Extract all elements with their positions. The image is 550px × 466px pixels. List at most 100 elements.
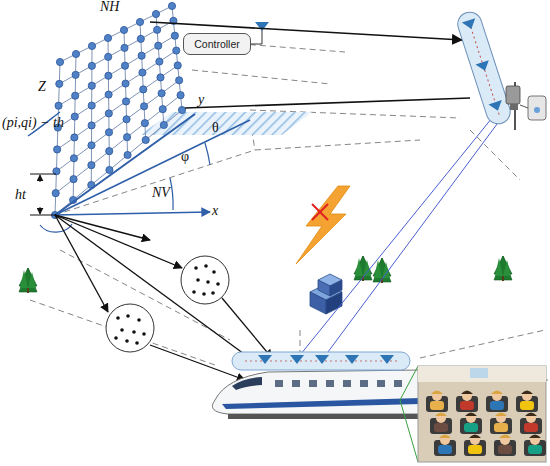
antenna-element [122,80,129,87]
zoom-line [400,366,418,400]
antenna-element [124,151,131,158]
antenna-element [177,92,184,99]
controller-box: Controller [183,33,251,55]
antenna-element [88,42,95,49]
scatterer-cluster [181,256,229,304]
antenna-element [88,162,95,169]
link-line [185,98,470,108]
train [212,352,420,419]
antenna-element [123,116,130,123]
antenna-element [88,62,95,69]
antenna-element [54,146,61,153]
array-grid-line [60,6,172,62]
y-axis [55,114,195,215]
antenna-element [174,62,181,69]
antenna-element [152,10,159,17]
theta-arc [205,143,210,165]
antenna-element [72,71,79,78]
controller-antenna [251,22,269,44]
tree [19,268,37,293]
antenna-element [106,166,113,173]
antenna-element [88,82,95,89]
antenna-element [105,91,112,98]
passenger [486,391,508,413]
antenna-element [88,102,95,109]
axis-label: ht [15,188,26,202]
passenger [524,435,546,457]
axis-label: (pi,qi) − th [2,116,64,130]
building [310,274,342,314]
antenna-element [55,102,62,109]
planar-array [51,2,185,218]
antenna-element [140,103,147,110]
antenna-element [105,129,112,136]
passenger [516,391,538,413]
x-axis [55,212,210,215]
antenna-element [122,98,129,105]
axis-label: φ [181,150,189,164]
antenna-element [106,148,113,155]
antenna-element [71,113,78,120]
array-grid-line [58,51,176,128]
antenna-element [121,62,128,69]
axis-label: NV [152,186,170,200]
antenna-element [139,69,146,76]
array-grid-line [59,21,173,84]
array-grid-line [59,36,175,106]
antenna-element [156,58,163,65]
antenna-element [141,120,148,127]
direction-line [55,120,250,215]
antenna-element [178,106,185,113]
antenna-element [52,190,59,197]
passenger [464,435,486,457]
array-grid-line [56,80,179,171]
antenna-element [160,121,167,128]
passenger [426,391,448,413]
array-grid-line [56,95,181,193]
passenger [494,435,516,457]
blocked-link [296,186,350,264]
antenna-element [56,58,63,65]
antenna-element [121,44,128,51]
antenna-element [159,106,166,113]
antenna-element [120,26,127,33]
antenna-element [142,136,149,143]
antenna-element [155,42,162,49]
antenna-element [158,90,165,97]
los-line [296,118,492,360]
zoom-line [400,400,418,462]
axis-label: y [198,93,204,107]
guide-lines [30,40,548,395]
antenna-element [70,155,77,162]
array-grid-line [57,65,178,149]
passenger [434,435,456,457]
height-bracket [30,174,56,215]
trackside-antenna-unit [455,9,514,127]
antenna-element [123,134,130,141]
antenna-element [171,32,178,39]
antenna-element [72,50,79,57]
tree [494,256,512,281]
antenna-element [71,134,78,141]
antenna-element [105,110,112,117]
antenna-element [138,52,145,59]
antenna-element [137,35,144,42]
passenger [520,413,542,435]
antenna-element [136,18,143,25]
antenna-element [72,92,79,99]
antenna-element [105,72,112,79]
passenger [430,413,452,435]
passenger-cabin [418,366,546,462]
passenger [456,391,478,413]
antenna-element [176,77,183,84]
passenger [490,413,512,435]
axis-label: x [212,204,218,218]
camera-icon [506,82,546,130]
antenna-element [173,47,180,54]
axes [28,112,250,232]
antenna-element [56,80,63,87]
axis-label: NH [100,0,119,14]
